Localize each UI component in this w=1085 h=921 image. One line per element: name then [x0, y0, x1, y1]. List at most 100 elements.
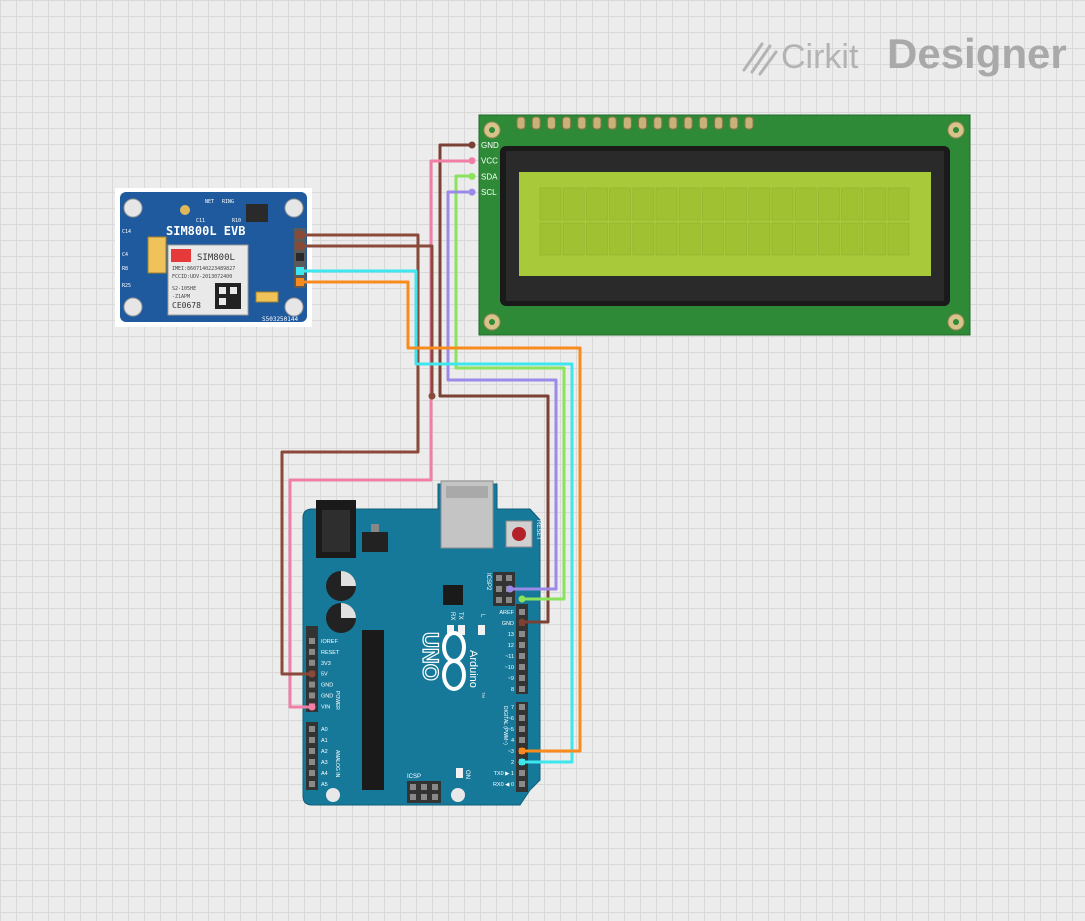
arduino-logo-text: Arduino: [467, 650, 479, 688]
arduino-pin[interactable]: [519, 609, 525, 615]
icsp2-header: [493, 572, 515, 606]
arduino-pin[interactable]: [519, 781, 525, 787]
arduino-pin[interactable]: [309, 648, 315, 655]
arduino-pin[interactable]: [519, 737, 525, 743]
arduino-pin[interactable]: [309, 681, 315, 688]
sim-pin-3[interactable]: [296, 253, 304, 261]
arduino-pin-label: 7: [511, 705, 514, 711]
lcd-char-cell: [655, 222, 678, 256]
lcd-char-cell: [702, 187, 724, 221]
sim-chip-label: SIM800L: [197, 253, 235, 263]
arduino-pin-label: AREF: [499, 610, 514, 616]
arduino-pin-label: 12: [508, 643, 514, 649]
lcd-char-cell: [678, 187, 701, 221]
arduino-pin[interactable]: [309, 759, 315, 765]
arduino-pin[interactable]: [519, 704, 525, 710]
sim-qr-code: [215, 283, 241, 309]
arduino-pin-label: 8: [511, 687, 514, 693]
sim-serial: S503250144: [262, 316, 299, 323]
sim-silk-mark: R10: [232, 218, 241, 224]
wire-sim-gnd-lcd[interactable]: [298, 244, 434, 398]
arduino-logo: Arduino UNO TM: [417, 631, 486, 698]
analog-header: [306, 722, 318, 790]
sim-silk-mark: RING: [222, 199, 234, 205]
wire-lcd-vcc-end: [308, 703, 316, 711]
lcd-header-pad: [653, 116, 663, 130]
wire-lcd-scl[interactable]: [446, 190, 558, 591]
arduino-pin[interactable]: [519, 686, 525, 692]
arduino-pin[interactable]: [309, 770, 315, 776]
lcd-pin-label: SDA: [481, 172, 498, 181]
arduino-pin-label: ~5: [508, 727, 514, 733]
voltage-regulator: [362, 532, 388, 552]
wire-sim-rx[interactable]: [298, 269, 574, 764]
lcd-header-pad: [531, 116, 541, 130]
arduino-pin[interactable]: [309, 726, 315, 732]
arduino-model: UNO: [418, 632, 443, 681]
lcd-char-cell: [748, 187, 771, 221]
sim-silk-mark: C11: [196, 218, 205, 224]
arduino-pin[interactable]: [309, 692, 315, 699]
arduino-pin[interactable]: [519, 726, 525, 732]
arduino-pin[interactable]: [519, 653, 525, 659]
lcd-char-cell: [586, 187, 608, 221]
lcd-char-cell: [655, 187, 678, 221]
arduino-pin-label: 3V3: [321, 661, 331, 667]
lcd-char-cell: [794, 187, 817, 221]
wire-sim-rx-end: [518, 758, 526, 766]
wire-lcd-vcc[interactable]: [288, 159, 474, 709]
arduino-pin-label: A2: [321, 749, 328, 755]
arduino-pin[interactable]: [309, 781, 315, 787]
atmega-chip: [362, 630, 384, 790]
arduino-pin[interactable]: [519, 664, 525, 670]
digital-header-high: [516, 604, 528, 694]
arduino-pin[interactable]: [309, 659, 315, 666]
arduino-pin[interactable]: [309, 638, 315, 644]
sim800l-module[interactable]: SIM800L EVB SIM800L IMEI:860714022348982…: [115, 188, 312, 327]
arduino-pin-label: A3: [321, 760, 328, 766]
arduino-uno[interactable]: RESET ICSP2 TX RX L ON Arduino UNO TM: [302, 480, 541, 806]
arduino-pin-label: GND: [321, 694, 333, 700]
tx-label: TX: [457, 612, 463, 620]
arduino-pin[interactable]: [519, 631, 525, 637]
lcd-char-cell: [609, 187, 631, 221]
sim-silk-mark: C14: [122, 229, 131, 235]
wire-sim-tx[interactable]: [298, 280, 582, 753]
l-label: L: [479, 614, 485, 618]
arduino-pin-label: 13: [508, 632, 514, 638]
lcd-char-cell: [818, 187, 840, 221]
lcd-char-cell: [539, 187, 562, 221]
lcd-char-cell: [725, 222, 747, 256]
arduino-pin[interactable]: [309, 737, 315, 743]
lcd-header-pad: [562, 116, 572, 130]
lcd-header-pad: [577, 116, 587, 130]
sim-silk-mark: C4: [122, 252, 128, 258]
rx-label: RX: [449, 612, 455, 620]
arduino-tm: TM: [481, 692, 486, 698]
lcd-header-pad: [516, 116, 526, 130]
digital-header-label: DIGITAL (PWM~): [502, 706, 508, 745]
arduino-pin-label: ~11: [505, 654, 514, 660]
wire-sim-gnd[interactable]: [280, 233, 420, 676]
arduino-pin-label: A5: [321, 782, 328, 788]
wire-lcd-gnd[interactable]: [438, 143, 550, 624]
sim-silk-mark: R25: [122, 283, 131, 289]
arduino-pin[interactable]: [519, 675, 525, 681]
lcd-char-cell: [609, 222, 631, 256]
arduino-pin[interactable]: [309, 748, 315, 754]
arduino-pin-label: GND: [502, 621, 514, 627]
wire-sim-tx-end: [518, 747, 526, 755]
on-label: ON: [464, 770, 470, 779]
wire-lcd-sda[interactable]: [454, 174, 566, 601]
arduino-pin[interactable]: [519, 715, 525, 721]
icsp-label: ICSP: [407, 774, 421, 780]
reset-label: RESET: [535, 520, 541, 540]
arduino-pin[interactable]: [519, 770, 525, 776]
arduino-pin[interactable]: [519, 642, 525, 648]
arduino-pin-label: RX0 ◀ 0: [493, 782, 514, 788]
power-header: [306, 626, 318, 712]
lcd-char-cell: [725, 187, 747, 221]
digital-header-low: [516, 702, 528, 792]
arduino-pin-label: GND: [321, 683, 333, 689]
